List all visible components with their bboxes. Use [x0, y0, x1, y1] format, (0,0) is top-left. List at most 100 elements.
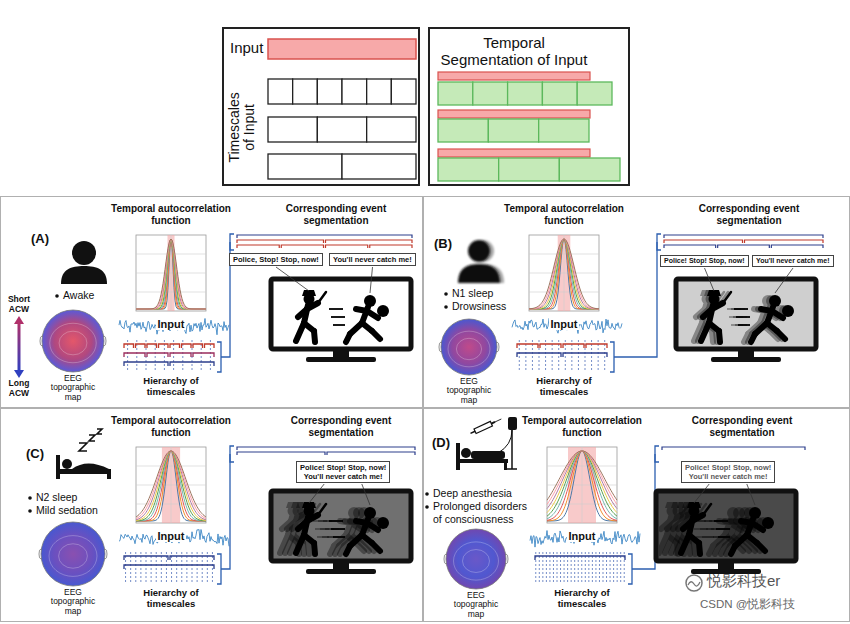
autocorrelation-curve [136, 451, 206, 521]
event-bracket [237, 235, 412, 238]
segment-cell [539, 119, 589, 142]
watermark-logo [686, 575, 702, 591]
segment-boundary [557, 552, 558, 584]
segment-boundary [181, 552, 182, 584]
segment-boundary [588, 552, 589, 584]
panel-box: (B)N1 sleepDrowsinessEEG topographic map… [423, 196, 850, 408]
speech-text: You'll never catch me! [333, 255, 412, 264]
mapping-line [221, 454, 230, 569]
baton [723, 292, 731, 303]
bed-leg [107, 469, 111, 479]
figure-limb [372, 543, 380, 551]
segment-boundary [595, 552, 596, 584]
map-caption: EEG topographic map [439, 377, 499, 405]
plot-title: Temporal autocorrelation function [96, 415, 246, 439]
autocorrelation-curve [136, 451, 206, 521]
segment-boundary [610, 552, 611, 584]
segment-boundary [603, 552, 604, 584]
segment-boundary [127, 340, 128, 372]
panel-letter: (C) [26, 446, 44, 462]
segment-cell [542, 82, 577, 105]
segment-boundary [571, 552, 572, 584]
autocorrelation-curve [547, 451, 617, 520]
speech-text: Police! Stop! Stop, now! [685, 463, 771, 472]
segment-boundary [202, 552, 203, 584]
plot-caption: Hierarchy of timescales [121, 587, 221, 610]
syringe-needle [495, 419, 501, 422]
segment-boundary [567, 552, 568, 584]
speech-bubble: Police, Stop! Stop, now! [229, 253, 323, 266]
figure-limb [777, 331, 785, 339]
figure-limb [694, 543, 695, 554]
figure-limb [683, 521, 692, 529]
segment-cell [488, 119, 538, 142]
state-item: Drowsiness [452, 300, 552, 313]
speech-text: You'll never catch me! [300, 472, 386, 481]
segment-boundary [201, 340, 202, 372]
speed-line [331, 528, 345, 530]
event-bracket [326, 240, 413, 243]
eeg-topographic-map [42, 310, 104, 372]
timescale-cell [367, 117, 416, 142]
panel-letter: (D) [432, 435, 450, 451]
segment-boundary [186, 552, 187, 584]
group-bracket [230, 446, 234, 462]
person-head [72, 241, 96, 265]
autocorrelation-curve [529, 239, 599, 309]
figure-box: Temporal Segmentation of Input [428, 27, 630, 186]
autocorrelation-curve [136, 451, 206, 521]
segment-cell [438, 119, 488, 142]
event-bracket [281, 245, 323, 248]
eeg-signal [530, 531, 640, 548]
figure-limb [346, 546, 350, 554]
leader-line [747, 484, 755, 505]
person-body [458, 264, 500, 283]
speed-line [333, 324, 345, 326]
cartoon-figures [694, 290, 787, 342]
speed-line [333, 536, 345, 538]
segment-boundary [164, 340, 165, 372]
speed-line [716, 528, 730, 530]
segment-boundary [182, 340, 183, 372]
state-item: N1 sleep [452, 287, 552, 300]
autocorrelation-curve [529, 239, 599, 309]
person-blurred [458, 240, 504, 283]
bed-frame [56, 469, 111, 474]
monitor-neck [333, 351, 349, 358]
segment-boundary [592, 552, 593, 584]
group-bracket [230, 234, 234, 250]
autocorrelation-curve [136, 239, 206, 309]
autocorrelation-curve [136, 451, 206, 517]
sleep-symbol [97, 429, 102, 434]
map-contour [59, 544, 88, 568]
segment-boundary [553, 552, 554, 584]
screen-content [280, 502, 389, 554]
segment-boundary [212, 552, 213, 584]
group-bracket [655, 446, 659, 462]
cartoon-figures [290, 502, 383, 554]
figure-head [364, 295, 376, 307]
timescale-bracket [124, 353, 145, 357]
segment-boundary [539, 340, 540, 372]
autocorrelation-curve [529, 239, 599, 309]
syringe-plunger [471, 431, 476, 433]
person-head [468, 240, 490, 262]
autocorrelation-curve [529, 239, 599, 309]
segment-boundary [620, 552, 621, 584]
arrow-head [14, 316, 24, 324]
timescale-cell [391, 79, 416, 104]
segment-boundary [519, 340, 520, 372]
screen-content [694, 290, 794, 342]
segment-boundary [585, 340, 586, 372]
cartoon-figures [280, 502, 373, 554]
segment-boundary [578, 340, 579, 372]
autocorrelation-curve [547, 451, 617, 504]
bed-leg [504, 463, 507, 470]
watermark: CSDN @悦影科技 [700, 597, 795, 612]
plot-frame [136, 235, 206, 311]
signal-label: Input [156, 318, 187, 330]
bullet-dot [444, 292, 448, 296]
event-bracket [327, 452, 415, 455]
speech-bubble: Police! Stop! Stop, now! [660, 255, 749, 267]
panel-box: (C)N2 sleepMild sedationEEG topographic … [0, 408, 423, 622]
